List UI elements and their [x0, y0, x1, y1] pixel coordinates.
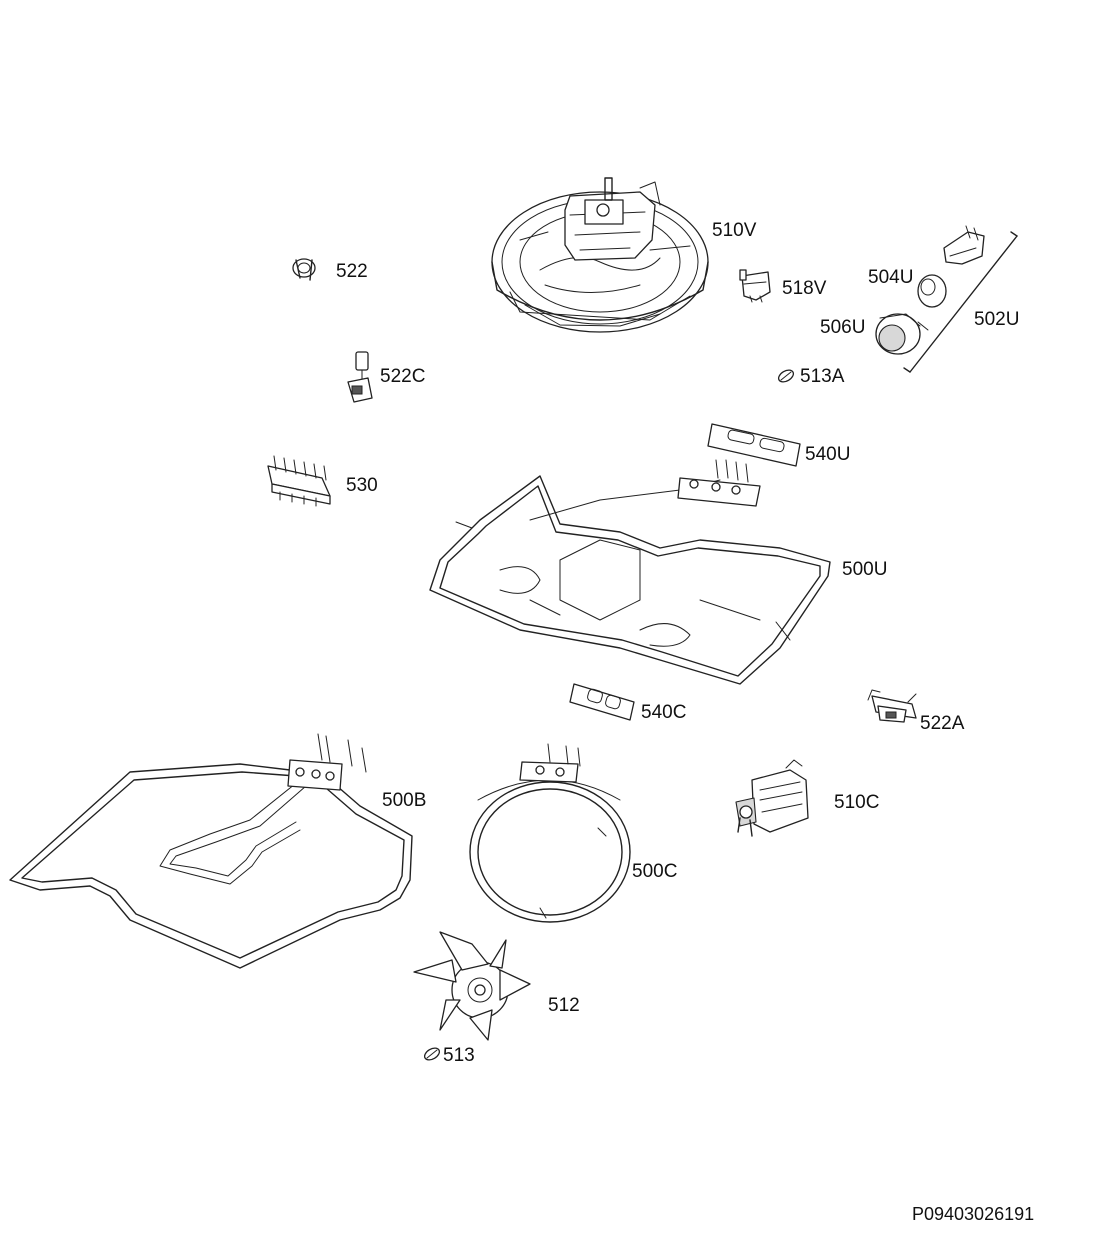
part-522A-sensor: [867, 689, 917, 723]
part-518V-bracket: [739, 269, 771, 303]
label-522A: 522A: [920, 713, 965, 734]
label-513: 513: [443, 1045, 475, 1066]
part-540U-gasket: [707, 423, 801, 467]
part-510C-motor: [735, 759, 809, 837]
part-502U-lamp-assembly: [875, 225, 1018, 373]
part-500B-bottom-element: [9, 733, 413, 969]
label-500B: 500B: [382, 790, 427, 811]
part-522C-sensor: [347, 351, 373, 403]
label-500U: 500U: [842, 559, 888, 580]
part-506U-lamp-cover: [875, 313, 929, 355]
part-513-nut: [423, 1047, 441, 1061]
label-522: 522: [336, 261, 368, 282]
label-504U: 504U: [868, 267, 914, 288]
label-510C: 510C: [834, 792, 880, 813]
drawing-code: P09403026191: [912, 1204, 1035, 1224]
label-522C: 522C: [380, 366, 426, 387]
label-506U: 506U: [820, 317, 866, 338]
part-510V-fan-housing: [491, 177, 709, 333]
label-540C: 540C: [641, 702, 687, 723]
label-500C: 500C: [632, 861, 678, 882]
label-513A: 513A: [800, 366, 845, 387]
label-530: 530: [346, 475, 378, 496]
part-522-clip: [292, 258, 316, 281]
label-518V: 518V: [782, 278, 827, 299]
part-530-terminal-block: [267, 455, 331, 507]
part-500C-circular-element: [469, 743, 631, 923]
part-500U-top-element: [429, 459, 831, 685]
part-512-fan-blade: [413, 931, 531, 1041]
part-513A-nut: [777, 369, 795, 383]
label-502U: 502U: [974, 309, 1020, 330]
part-504U-bulb: [917, 274, 947, 308]
part-540C-gasket: [569, 683, 635, 721]
label-512: 512: [548, 995, 580, 1016]
label-510V: 510V: [712, 220, 757, 241]
label-540U: 540U: [805, 444, 851, 465]
